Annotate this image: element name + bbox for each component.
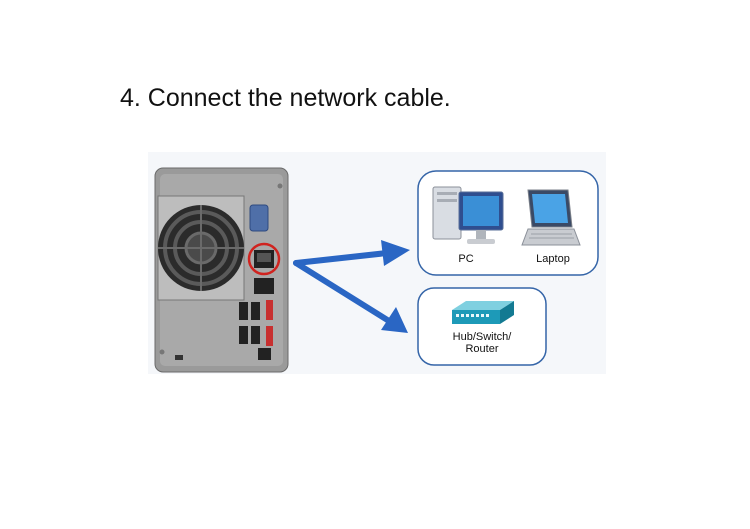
laptop-icon xyxy=(521,189,581,246)
arrow-to-hub xyxy=(293,260,392,324)
hub-label-line2: Router xyxy=(465,343,499,355)
hub-label-line1: Hub/Switch/ xyxy=(452,331,512,343)
fan-grill xyxy=(157,195,245,301)
pc-icon xyxy=(432,186,504,244)
lan-port-2 xyxy=(254,278,274,294)
arrows xyxy=(293,240,410,333)
vga-port xyxy=(249,204,269,232)
arrow-to-hub-head xyxy=(381,307,408,333)
step-heading: 4. Connect the network cable. xyxy=(120,84,451,112)
usb-ports xyxy=(239,300,273,346)
nas-device xyxy=(154,167,289,373)
arrow-to-computers xyxy=(293,250,390,266)
lock-slot xyxy=(175,355,183,360)
power-socket xyxy=(258,348,271,360)
laptop-label: Laptop xyxy=(536,253,570,265)
lan-port-highlight-ring xyxy=(247,242,281,276)
hub-icon xyxy=(452,301,514,324)
pc-label: PC xyxy=(458,253,474,265)
arrow-to-computers-head xyxy=(381,240,410,266)
